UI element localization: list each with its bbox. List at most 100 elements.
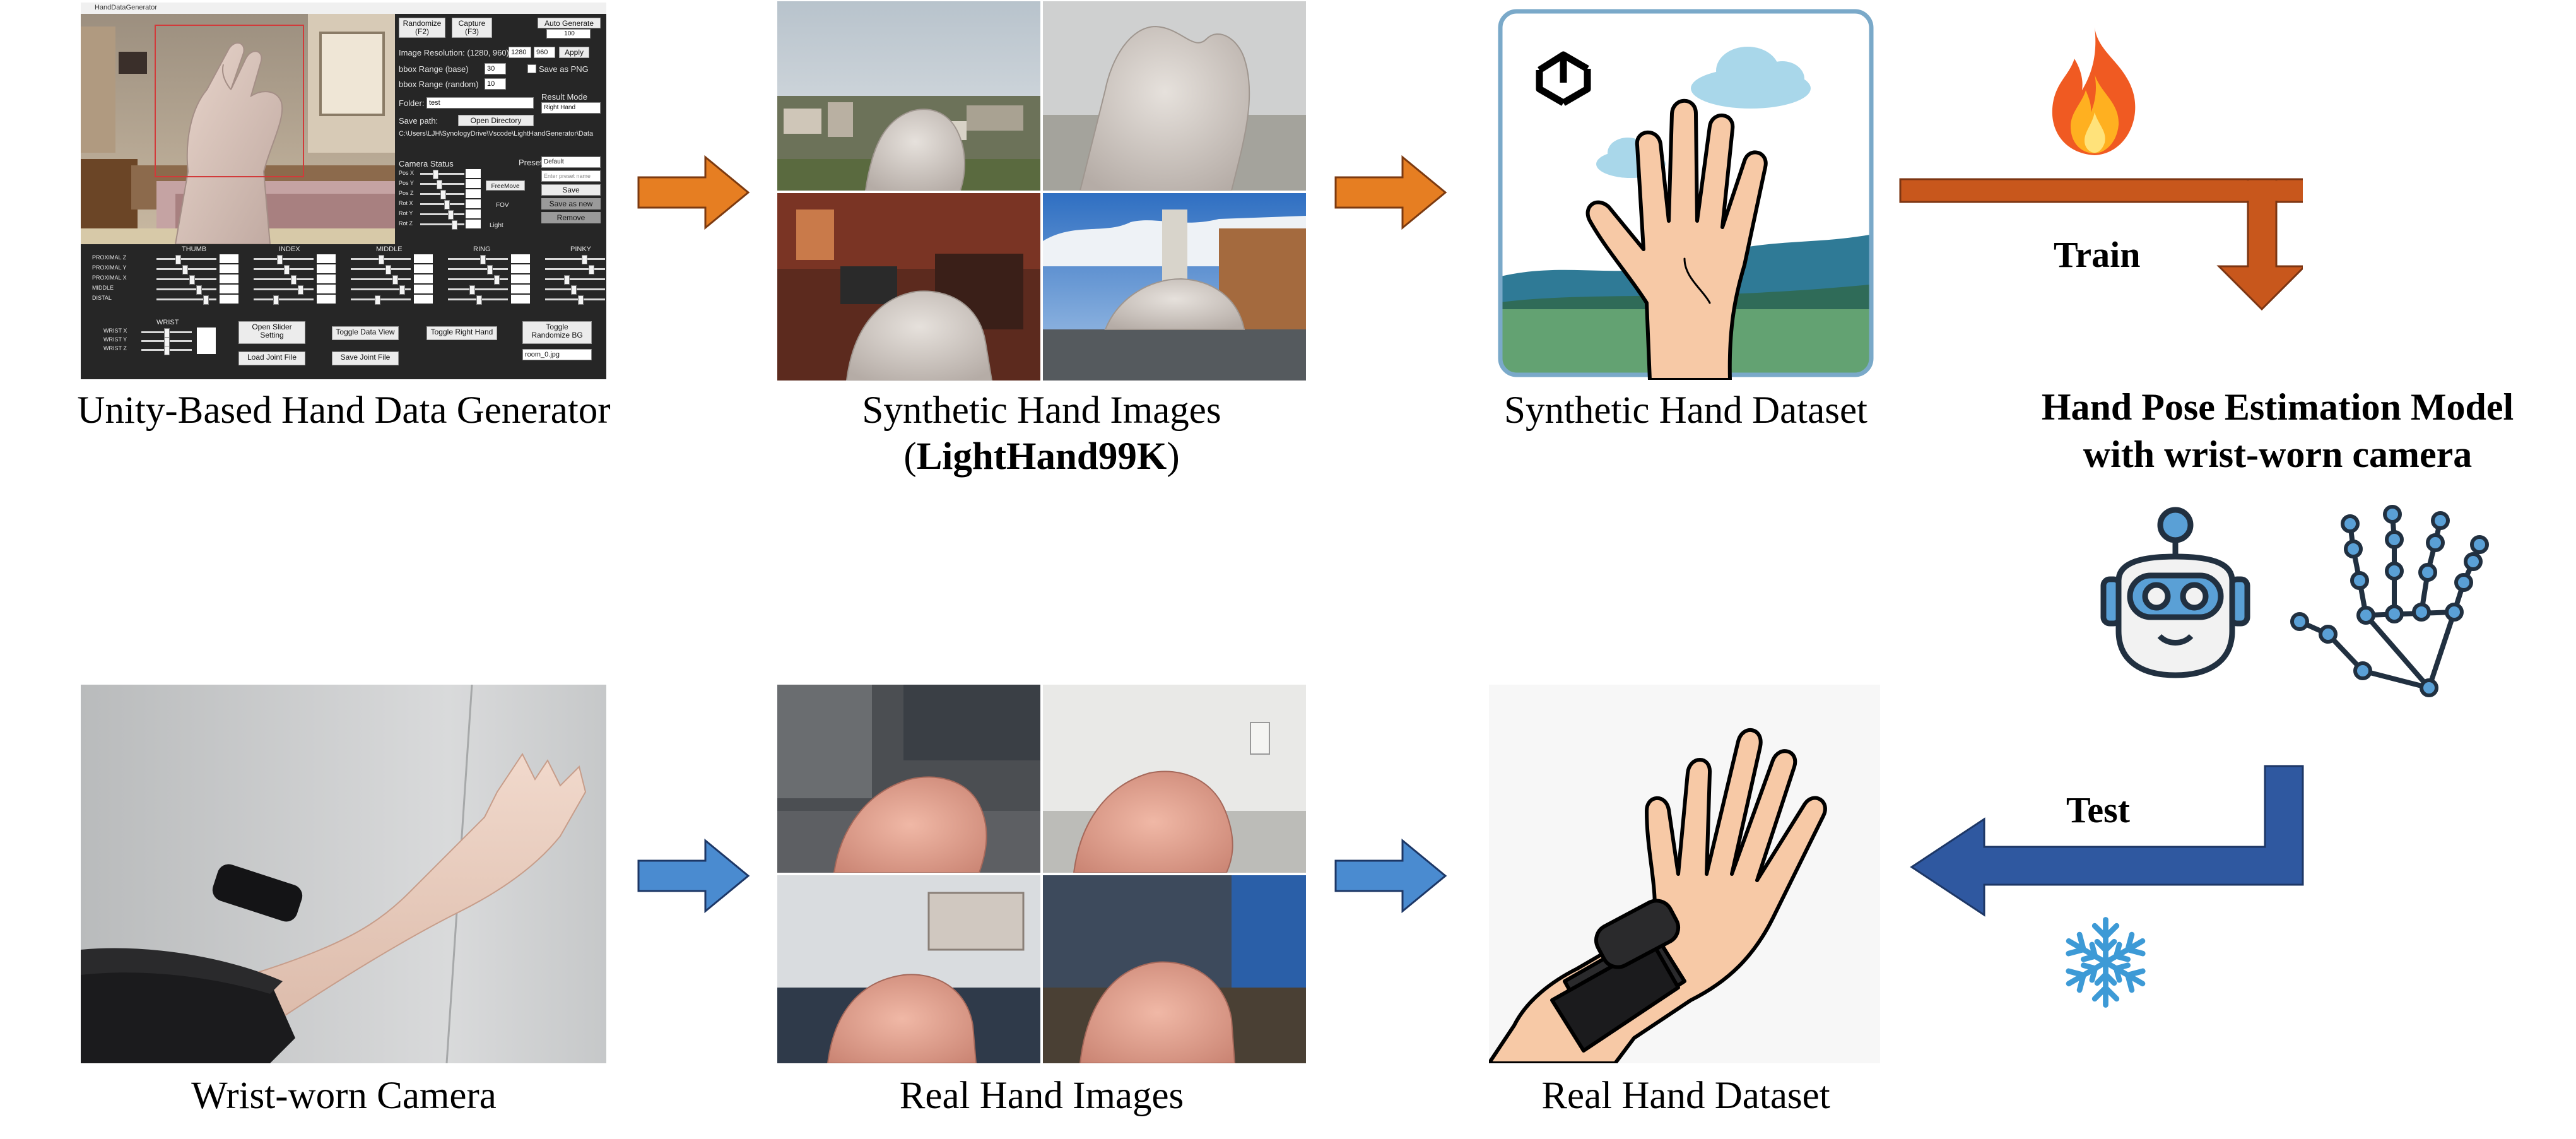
- joint-slider[interactable]: [545, 285, 605, 295]
- slider-knob[interactable]: [589, 265, 594, 274]
- save-preset-button[interactable]: Save: [541, 184, 601, 196]
- pos-slider[interactable]: [420, 210, 464, 220]
- auto-generate-count-input[interactable]: 100: [546, 29, 591, 38]
- slider-knob[interactable]: [189, 275, 195, 285]
- joint-slider[interactable]: [545, 295, 605, 305]
- joint-slider[interactable]: [448, 255, 508, 264]
- pos-slider[interactable]: [420, 190, 464, 199]
- joint-value-box[interactable]: [317, 295, 336, 304]
- pos-slider[interactable]: [420, 180, 464, 189]
- joint-value-box[interactable]: [511, 274, 530, 283]
- pos-slider[interactable]: [420, 170, 464, 179]
- joint-value-box[interactable]: [414, 264, 433, 273]
- joint-slider[interactable]: [156, 275, 216, 285]
- bbox-base-input[interactable]: 30: [485, 63, 506, 74]
- slider-knob[interactable]: [582, 255, 587, 264]
- slider-knob[interactable]: [399, 285, 405, 295]
- joint-slider[interactable]: [351, 295, 411, 305]
- slider-knob[interactable]: [571, 285, 577, 295]
- joint-value-box[interactable]: [317, 274, 336, 283]
- joint-slider[interactable]: [448, 275, 508, 285]
- slider-knob[interactable]: [164, 328, 170, 338]
- joint-slider[interactable]: [351, 255, 411, 264]
- joint-value-box[interactable]: [414, 274, 433, 283]
- wrist-slider[interactable]: [141, 346, 192, 355]
- resolution-width-input[interactable]: 1280: [509, 47, 531, 58]
- slider-knob[interactable]: [487, 265, 493, 274]
- slider-knob[interactable]: [203, 295, 209, 305]
- toggle-right-hand-button[interactable]: Toggle Right Hand: [426, 326, 497, 340]
- slider-knob[interactable]: [291, 275, 297, 285]
- capture-button[interactable]: Capture (F3): [452, 18, 492, 38]
- joint-value-box[interactable]: [220, 254, 238, 263]
- joint-value-box[interactable]: [220, 285, 238, 293]
- slider-knob[interactable]: [440, 190, 446, 199]
- joint-slider[interactable]: [351, 275, 411, 285]
- slider-knob[interactable]: [494, 275, 500, 285]
- joint-value-box[interactable]: [317, 254, 336, 263]
- slider-knob[interactable]: [385, 265, 391, 274]
- slider-knob[interactable]: [273, 295, 279, 305]
- slider-knob[interactable]: [433, 170, 438, 179]
- pos-value-box[interactable]: [466, 169, 481, 178]
- joint-slider[interactable]: [254, 255, 314, 264]
- joint-slider[interactable]: [156, 285, 216, 295]
- wrist-value-box[interactable]: [197, 336, 216, 345]
- wrist-slider[interactable]: [141, 337, 192, 346]
- pos-slider[interactable]: [420, 200, 464, 210]
- joint-slider[interactable]: [254, 265, 314, 274]
- pos-value-box[interactable]: [466, 220, 481, 228]
- result-mode-select[interactable]: Right Hand: [541, 102, 601, 114]
- slider-knob[interactable]: [375, 295, 380, 305]
- joint-value-box[interactable]: [317, 285, 336, 293]
- joint-value-box[interactable]: [220, 264, 238, 273]
- joint-slider[interactable]: [545, 265, 605, 274]
- slider-knob[interactable]: [284, 265, 290, 274]
- slider-knob[interactable]: [452, 220, 457, 230]
- slider-knob[interactable]: [379, 255, 384, 264]
- apply-button[interactable]: Apply: [559, 47, 589, 58]
- free-move-button[interactable]: FreeMove: [486, 180, 525, 191]
- joint-value-box[interactable]: [414, 285, 433, 293]
- pos-value-box[interactable]: [466, 199, 481, 208]
- save-as-new-button[interactable]: Save as new: [541, 198, 601, 210]
- joint-value-box[interactable]: [414, 254, 433, 263]
- slider-knob[interactable]: [182, 265, 188, 274]
- bbox-random-input[interactable]: 10: [485, 78, 506, 90]
- joint-slider[interactable]: [156, 295, 216, 305]
- slider-knob[interactable]: [448, 210, 454, 220]
- wrist-value-box[interactable]: [197, 328, 216, 336]
- toggle-data-view-button[interactable]: Toggle Data View: [332, 326, 399, 340]
- wrist-value-box[interactable]: [197, 345, 216, 354]
- joint-value-box[interactable]: [511, 264, 530, 273]
- resolution-height-input[interactable]: 960: [534, 47, 555, 58]
- joint-value-box[interactable]: [414, 295, 433, 304]
- joint-value-box[interactable]: [220, 274, 238, 283]
- joint-slider[interactable]: [448, 265, 508, 274]
- load-joint-file-button[interactable]: Load Joint File: [238, 351, 305, 365]
- auto-generate-button[interactable]: Auto Generate: [538, 18, 601, 28]
- wrist-slider[interactable]: [141, 328, 192, 338]
- slider-knob[interactable]: [469, 285, 475, 295]
- background-select[interactable]: room_0.jpg: [522, 349, 592, 360]
- save-png-checkbox[interactable]: [527, 64, 536, 73]
- joint-slider[interactable]: [254, 275, 314, 285]
- joint-value-box[interactable]: [511, 254, 530, 263]
- slider-knob[interactable]: [476, 295, 482, 305]
- pos-slider[interactable]: [420, 220, 464, 230]
- joint-value-box[interactable]: [317, 264, 336, 273]
- pos-value-box[interactable]: [466, 189, 481, 198]
- toggle-randomize-bg-button[interactable]: Toggle Randomize BG: [522, 321, 592, 344]
- slider-knob[interactable]: [298, 285, 303, 295]
- joint-slider[interactable]: [351, 265, 411, 274]
- joint-slider[interactable]: [351, 285, 411, 295]
- remove-preset-button[interactable]: Remove: [541, 212, 601, 223]
- joint-slider[interactable]: [448, 295, 508, 305]
- slider-knob[interactable]: [164, 346, 170, 355]
- slider-knob[interactable]: [164, 337, 170, 346]
- preset-select[interactable]: Default: [541, 156, 601, 168]
- joint-value-box[interactable]: [511, 285, 530, 293]
- joint-slider[interactable]: [156, 265, 216, 274]
- joint-slider[interactable]: [254, 295, 314, 305]
- pos-value-box[interactable]: [466, 179, 481, 188]
